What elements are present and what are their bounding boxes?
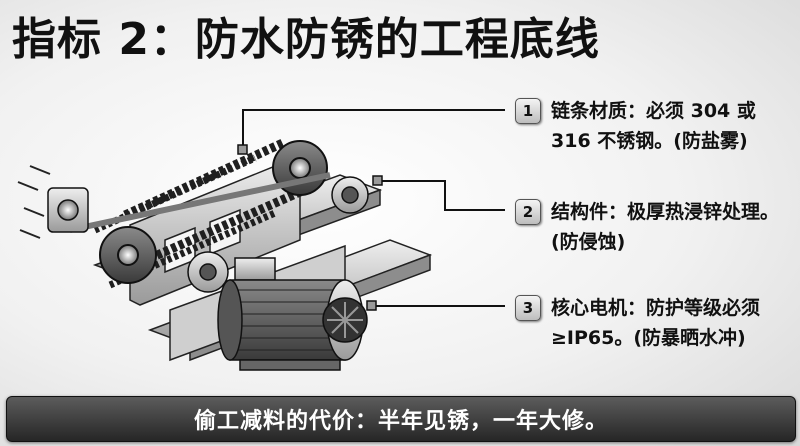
electric-motor — [217, 257, 368, 371]
callout-text: 链条材质：必须 304 或 316 不锈钢。(防盐雾) — [551, 100, 756, 152]
callout-text: 结构件：极厚热浸锌处理。(防侵蚀) — [551, 201, 780, 253]
banner-text: 偷工减料的代价：半年见锈，一年大修。 — [193, 409, 608, 434]
conveyor-drive-illustration — [17, 137, 433, 371]
callout-number-badge: 3 — [515, 295, 541, 321]
bearings — [47, 172, 369, 293]
page-title: 指标 2：防水防锈的工程底线 — [12, 14, 600, 65]
callout-text: 核心电机：防护等级必须≥IP65。(防暴晒水冲) — [551, 297, 761, 349]
mounting-bolts — [17, 165, 51, 239]
callout-number-badge: 2 — [515, 199, 541, 225]
callout-number-badge: 1 — [515, 98, 541, 124]
footer-banner: 偷工减料的代价：半年见锈，一年大修。 — [6, 396, 796, 442]
